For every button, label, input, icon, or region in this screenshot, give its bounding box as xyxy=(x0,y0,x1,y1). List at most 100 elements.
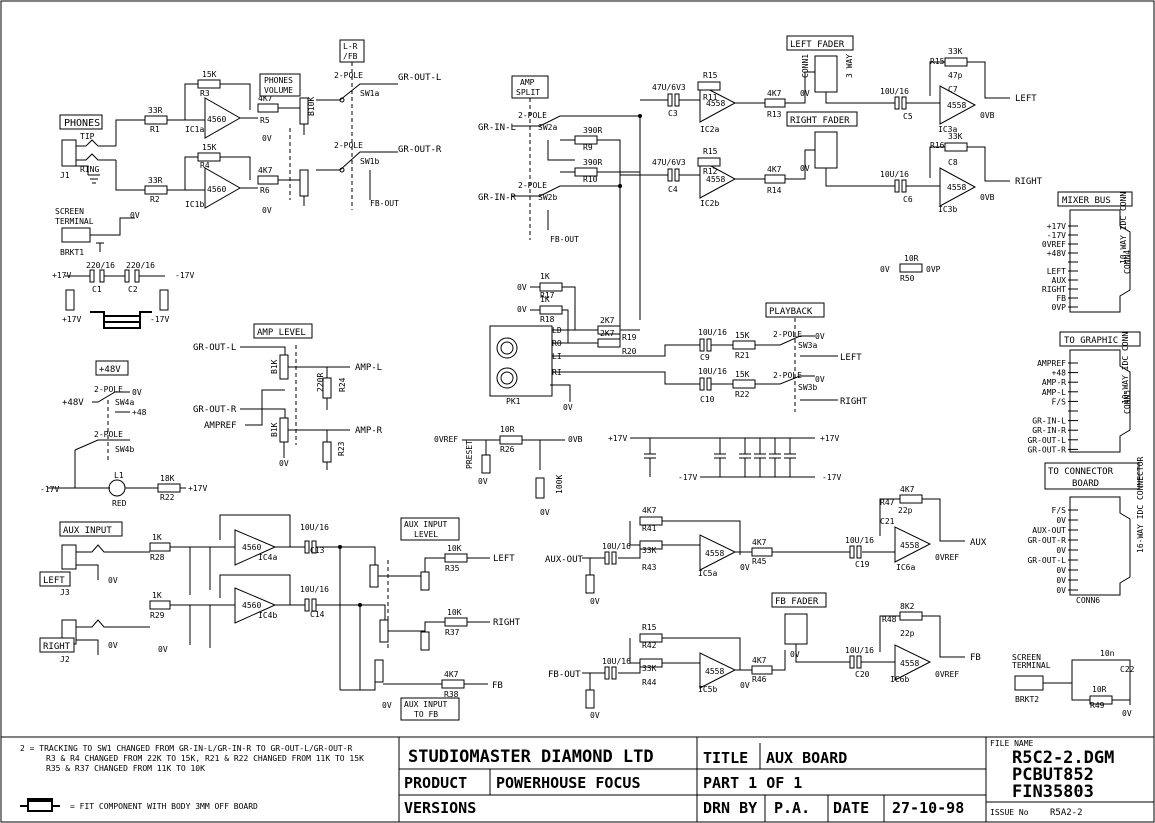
svg-text:R22: R22 xyxy=(160,493,175,502)
svg-text:C1: C1 xyxy=(92,285,102,294)
vr4a xyxy=(369,564,379,588)
connector-pin-label: GR-OUT-L xyxy=(1027,436,1066,445)
svg-text:15K: 15K xyxy=(735,331,750,340)
svg-text:0V: 0V xyxy=(262,206,272,215)
decoupling-capacitor xyxy=(769,438,781,477)
svg-text:C14: C14 xyxy=(310,610,325,619)
connector-pin-label: GR-IN-L xyxy=(1032,417,1066,426)
svg-text:4558: 4558 xyxy=(705,667,724,676)
svg-text:R9: R9 xyxy=(583,143,593,152)
svg-text:AUX: AUX xyxy=(970,538,987,548)
to-graphic-box xyxy=(1059,331,1141,347)
svg-text:R2: R2 xyxy=(150,195,160,204)
plus48-box xyxy=(95,360,129,376)
svg-text:IC3b: IC3b xyxy=(938,205,957,214)
phones-label-box xyxy=(59,114,103,130)
phones-jack xyxy=(61,139,77,167)
r12 xyxy=(697,157,721,167)
ic5a-opamp xyxy=(699,534,737,571)
amp-split-section: AMP SPLIT GR-IN-L GR-IN-R 2-POLE 2-POLE … xyxy=(478,35,1043,345)
svg-text:15K: 15K xyxy=(202,143,217,152)
svg-text:TO CONNECTOR: TO CONNECTOR xyxy=(1048,467,1114,477)
svg-text:+17V: +17V xyxy=(608,434,627,443)
svg-text:22p: 22p xyxy=(900,629,915,638)
svg-text:0V: 0V xyxy=(740,681,750,690)
svg-text:GR-IN-R: GR-IN-R xyxy=(478,193,517,203)
svg-text:33R: 33R xyxy=(148,106,163,115)
svg-text:FB: FB xyxy=(492,681,503,691)
svg-text:4K7: 4K7 xyxy=(767,165,782,174)
svg-text:8K2: 8K2 xyxy=(900,602,915,611)
svg-text:MIXER BUS: MIXER BUS xyxy=(1062,196,1111,206)
svg-text:15K: 15K xyxy=(202,70,217,79)
svg-text:4K7: 4K7 xyxy=(752,656,767,665)
svg-text:+17V: +17V xyxy=(62,315,81,324)
svg-text:2-POLE: 2-POLE xyxy=(94,430,123,439)
svg-text:0V: 0V xyxy=(517,283,527,292)
to-connector-box xyxy=(1044,462,1140,490)
r22 xyxy=(732,379,756,389)
svg-text:BOARD: BOARD xyxy=(1072,479,1099,489)
r2 xyxy=(144,185,168,195)
vr1b xyxy=(299,169,309,197)
svg-text:4560: 4560 xyxy=(207,115,226,124)
r30 xyxy=(420,571,430,591)
svg-text:R24: R24 xyxy=(338,377,347,392)
svg-text:SW3b: SW3b xyxy=(798,383,817,392)
svg-text:IC4b: IC4b xyxy=(258,611,277,620)
tip-label: TIP xyxy=(80,132,95,141)
svg-text:10K: 10K xyxy=(447,608,462,617)
left-fader-box xyxy=(786,35,854,51)
right-box xyxy=(39,637,75,653)
svg-text:10U/16: 10U/16 xyxy=(698,328,727,337)
conn2 xyxy=(784,613,808,645)
svg-text:0V: 0V xyxy=(279,459,289,468)
svg-text:RIGHT: RIGHT xyxy=(840,397,868,407)
svg-text:B1K: B1K xyxy=(270,422,279,437)
connector-pin-label: 0V xyxy=(1056,546,1066,555)
svg-text:AMP-R: AMP-R xyxy=(355,426,383,436)
connector-pin-label: AMPREF xyxy=(1037,359,1066,368)
svg-text:CONN5: CONN5 xyxy=(1123,390,1132,414)
svg-text:R12: R12 xyxy=(703,167,718,176)
r14 xyxy=(764,174,786,184)
fit-mark-icon xyxy=(20,798,60,807)
svg-text:DATE: DATE xyxy=(833,799,869,817)
svg-text:TITLE: TITLE xyxy=(703,749,748,767)
vr3 xyxy=(374,659,384,683)
svg-text:R19: R19 xyxy=(622,333,637,342)
svg-text:-17V: -17V xyxy=(40,485,59,494)
svg-text:+48V: +48V xyxy=(99,365,121,375)
r17 xyxy=(539,282,563,292)
phones-volume-box xyxy=(259,73,301,97)
ic3b-opamp xyxy=(939,167,977,207)
svg-text:BRKT1: BRKT1 xyxy=(60,248,84,257)
svg-text:15K: 15K xyxy=(735,370,750,379)
svg-text:J2: J2 xyxy=(60,655,70,664)
j3-jack xyxy=(61,544,77,570)
svg-text:100K: 100K xyxy=(555,475,564,494)
connector-pin-label: RIGHT xyxy=(1042,285,1066,294)
svg-text:C19: C19 xyxy=(855,560,870,569)
r7 xyxy=(65,289,75,311)
conn5-body xyxy=(1069,349,1131,453)
svg-text:LEFT: LEFT xyxy=(1015,94,1037,104)
vr2b xyxy=(279,417,289,443)
svg-text:C4: C4 xyxy=(668,185,678,194)
svg-text:0V: 0V xyxy=(740,563,750,572)
amp-level-box xyxy=(253,323,313,339)
svg-text:R48: R48 xyxy=(882,615,897,624)
svg-text:4560: 4560 xyxy=(242,601,261,610)
svg-text:SW1a: SW1a xyxy=(360,89,379,98)
svg-text:AUX INPUT: AUX INPUT xyxy=(404,520,448,529)
drn-value: P.A. xyxy=(774,799,810,817)
date-value: 27-10-98 xyxy=(892,799,964,817)
svg-text:0VB: 0VB xyxy=(980,193,995,202)
connector-pin-label: GR-OUT-R xyxy=(1027,445,1066,454)
product-value: POWERHOUSE FOCUS xyxy=(496,774,641,792)
svg-text:LEVEL: LEVEL xyxy=(414,530,438,539)
svg-text:2K7: 2K7 xyxy=(600,316,615,325)
r5 xyxy=(257,103,279,113)
ic4a-opamp xyxy=(234,529,277,566)
connector-pin-label: 0V xyxy=(1056,566,1066,575)
